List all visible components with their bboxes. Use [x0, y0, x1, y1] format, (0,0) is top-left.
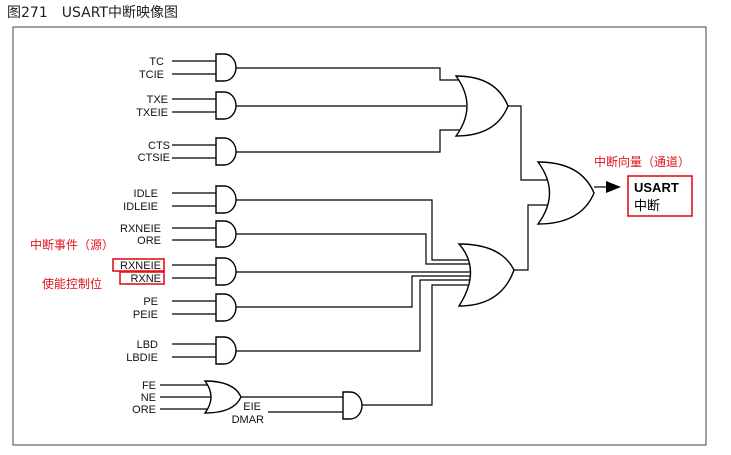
- label-tc: TC: [149, 56, 164, 68]
- annotation-enable: 使能控制位: [42, 276, 102, 291]
- label-rxneie: RXNEIE: [120, 223, 161, 235]
- label-cts: CTS: [148, 140, 170, 152]
- label-peie: PEIE: [133, 309, 158, 321]
- diagram-frame: [12, 26, 707, 446]
- or-gate-final: [536, 161, 595, 225]
- output-box: [627, 175, 693, 217]
- and-gate-eie: [342, 391, 363, 420]
- output-line2: 中断: [634, 199, 660, 214]
- label-idleie: IDLEIE: [123, 201, 158, 213]
- label-ore-2: ORE: [132, 404, 156, 416]
- highlight-rxneie: [112, 258, 165, 272]
- and-gate-ore: [215, 220, 237, 248]
- label-tcie: TCIE: [139, 69, 164, 81]
- label-lbd: LBD: [137, 339, 158, 351]
- label-fe: FE: [142, 380, 156, 392]
- label-eie: EIE: [243, 401, 261, 413]
- arrow-icon: [606, 181, 621, 193]
- label-rxne: RXNE: [130, 273, 161, 285]
- and-gate-idle: [215, 185, 237, 214]
- or-gate-bottom: [457, 243, 515, 307]
- highlight-rxne: [119, 271, 165, 285]
- label-ne: NE: [141, 392, 156, 404]
- label-pe: PE: [143, 296, 158, 308]
- label-txe: TXE: [147, 94, 168, 106]
- or-gates: [203, 75, 595, 414]
- annotation-event: 中断事件（源）: [30, 237, 114, 252]
- and-gate-cts: [215, 137, 237, 166]
- or-gate-small: [203, 380, 242, 414]
- wiring: [160, 60, 621, 413]
- label-ore: ORE: [137, 235, 161, 247]
- and-gate-rxne: [215, 257, 237, 286]
- label-ctsie: CTSIE: [138, 152, 170, 164]
- output-line1: USART: [634, 180, 679, 195]
- and-gate-pe: [215, 293, 237, 322]
- label-idle: IDLE: [134, 188, 158, 200]
- and-gate-lbd: [215, 336, 237, 365]
- figure-title: 图271 USART中断映像图: [7, 5, 178, 21]
- and-gate-txe: [215, 91, 237, 120]
- or-gate-top: [454, 75, 509, 137]
- label-txeie: TXEIE: [136, 107, 168, 119]
- annotation-vector: 中断向量（通道）: [594, 154, 690, 169]
- label-dmar: DMAR: [232, 414, 264, 426]
- and-gates: [215, 53, 363, 420]
- label-lbdie: LBDIE: [126, 352, 158, 364]
- and-gate-tc: [215, 53, 237, 82]
- label-rxneie-2: RXNEIE: [120, 260, 161, 272]
